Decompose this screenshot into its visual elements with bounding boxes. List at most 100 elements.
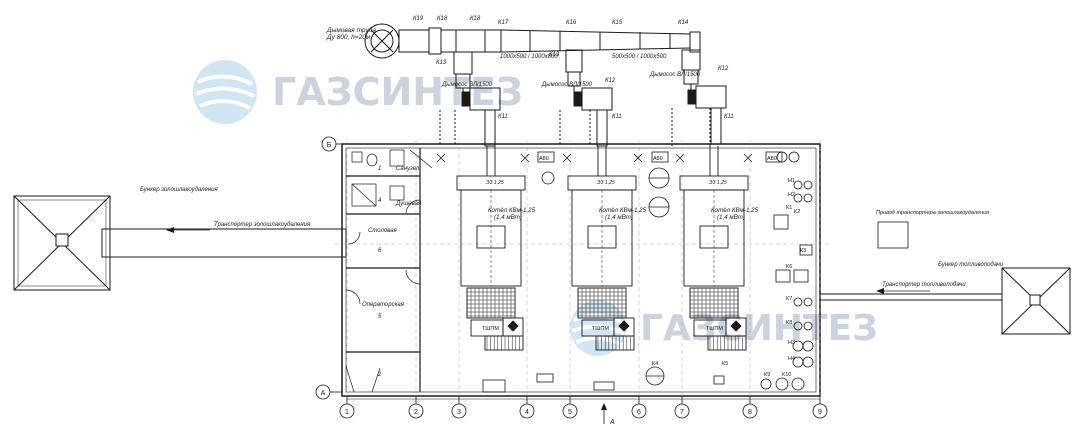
duct-mark: К18 xyxy=(470,16,481,22)
brand-logo xyxy=(193,60,257,124)
chimney-label-1: Дымовая труба xyxy=(326,26,376,34)
duct-mark: К14 xyxy=(678,20,689,26)
duct-mark: К12 xyxy=(605,78,616,84)
duct-size-right: 500х500 / 1000х500 xyxy=(612,54,667,60)
equipment-tag: К6 xyxy=(786,264,792,270)
cabinet xyxy=(482,379,506,393)
furnace-label: ТШПМ xyxy=(592,326,609,332)
feeder-drive-icon xyxy=(507,320,519,332)
equipment-tag: А80 xyxy=(767,156,777,162)
chimney-label-2: Ду 800, h=20м xyxy=(326,34,371,41)
drive-box xyxy=(877,221,909,249)
section-arrow xyxy=(601,403,607,424)
equipment-tag: А80 xyxy=(539,156,549,162)
conveyor-left xyxy=(101,228,347,258)
exhauster-label: Дымосос ВЛ/1500 xyxy=(441,82,493,88)
equipment-tag: Н2 xyxy=(788,192,795,198)
bunker-left-label: Бункер золошлакоудаления xyxy=(140,187,219,193)
room-number: 2 xyxy=(377,372,382,378)
boiler-title: Котёл КВм-1,25 xyxy=(599,207,647,214)
axis-col-label: 2 xyxy=(414,409,418,416)
flow-arrow-left xyxy=(166,227,210,233)
axis-col-label: 8 xyxy=(748,409,752,416)
boiler-power: (1,4 мВт) xyxy=(605,214,633,221)
duct-mark: К16 xyxy=(566,20,577,26)
axis-col-label: 3 xyxy=(457,409,461,416)
axis-row-label: А xyxy=(321,390,326,397)
boiler-plate: ЭЗ 1,25 xyxy=(709,180,727,186)
control-box xyxy=(765,151,783,163)
bunker-right-label: Бункер топливоподачи xyxy=(938,262,1004,268)
toilet-icon xyxy=(351,149,405,167)
duct-mark: К13 xyxy=(549,52,560,58)
cabinet xyxy=(593,381,615,391)
room-number: 6 xyxy=(378,248,382,254)
boiler-plate: ЭЗ 1,25 xyxy=(597,180,615,186)
room-name: Душевая xyxy=(395,201,422,207)
equipment-tag: К2 xyxy=(794,209,800,215)
exhauster-label: Дымосос ВЛ/1500 xyxy=(649,72,701,78)
duct-mark: К19 xyxy=(413,16,424,22)
equipment-tag: Н4 xyxy=(788,356,795,362)
equipment-tag: К5 xyxy=(722,361,728,367)
boiler-plate: ЭЗ 1,25 xyxy=(486,180,504,186)
exhauster-3 xyxy=(687,85,727,145)
exhauster-1 xyxy=(461,87,501,147)
boiler-power: (1,4 мВт) xyxy=(717,214,745,221)
boiler-title: Котёл КВм-1,25 xyxy=(711,207,759,214)
bunker-left xyxy=(13,195,111,291)
axis-col-label: 7 xyxy=(680,409,684,416)
boiler-title: Котёл КВм-1,25 xyxy=(488,207,536,214)
axis-col-label: 9 xyxy=(818,409,822,416)
shower-icon xyxy=(351,183,405,207)
axis-col-label: 1 xyxy=(345,409,349,416)
ash-conveyor xyxy=(595,335,635,351)
room-name: Санузел xyxy=(396,166,420,172)
room-name: Операторская xyxy=(362,302,405,308)
duct-mark: К11 xyxy=(498,114,508,120)
duct-mark: К11 xyxy=(724,114,734,120)
duct-mark: К15 xyxy=(612,20,623,26)
duct-mark: К12 xyxy=(718,66,729,72)
flue-collector xyxy=(398,27,701,55)
boiler-power: (1,4 мВт) xyxy=(494,214,522,221)
ash-conveyor xyxy=(484,335,524,351)
axis-row-label: Б xyxy=(327,142,332,149)
furnace-label: ТШПМ xyxy=(706,326,723,332)
equipment-tag: К7 xyxy=(786,296,792,302)
equipment-tag: К3 xyxy=(800,248,806,254)
conveyor-right xyxy=(820,293,1002,301)
equipment-tag: Н3 xyxy=(788,340,795,346)
axis-col-label: 6 xyxy=(637,409,641,416)
cabinet xyxy=(536,373,554,383)
equipment-tag: А80 xyxy=(653,156,663,162)
feeder-drive-icon xyxy=(730,320,742,332)
duct-mark: К11 xyxy=(612,114,622,120)
room-name: Столовая xyxy=(368,228,398,234)
equipment-tag: К8 xyxy=(786,320,792,326)
room-number: 5 xyxy=(378,314,382,320)
watermark-brand-2: ГАЗСИНТЕЗ xyxy=(640,308,878,349)
equipment-tag: К1 xyxy=(786,205,792,211)
feeder-drive-icon xyxy=(618,320,630,332)
bunker-right xyxy=(1001,267,1071,335)
duct-mark: К17 xyxy=(498,20,509,26)
conveyor-left-label: Транспортер золошлакоудаления xyxy=(214,222,311,228)
equipment-tag: Н1 xyxy=(788,178,795,184)
axis-col-label: 5 xyxy=(568,409,572,416)
equipment-tag: К9 xyxy=(764,372,770,378)
duct-mark: К18 xyxy=(437,16,448,22)
furnace-label: ТШПМ xyxy=(482,326,499,332)
chimney-inner xyxy=(370,29,394,53)
equipment-tag: К10 xyxy=(782,372,791,378)
room-number: 1 xyxy=(378,166,381,172)
control-box xyxy=(537,151,555,163)
exhauster-label: Дымосос ВЛ/1500 xyxy=(541,82,593,88)
equipment-tag: К4 xyxy=(652,361,658,367)
control-box xyxy=(651,151,669,163)
duct-mark: К13 xyxy=(436,60,447,66)
brand-logo-2 xyxy=(570,300,626,356)
room-number: 4 xyxy=(378,198,382,204)
flow-arrow-right xyxy=(876,288,930,294)
